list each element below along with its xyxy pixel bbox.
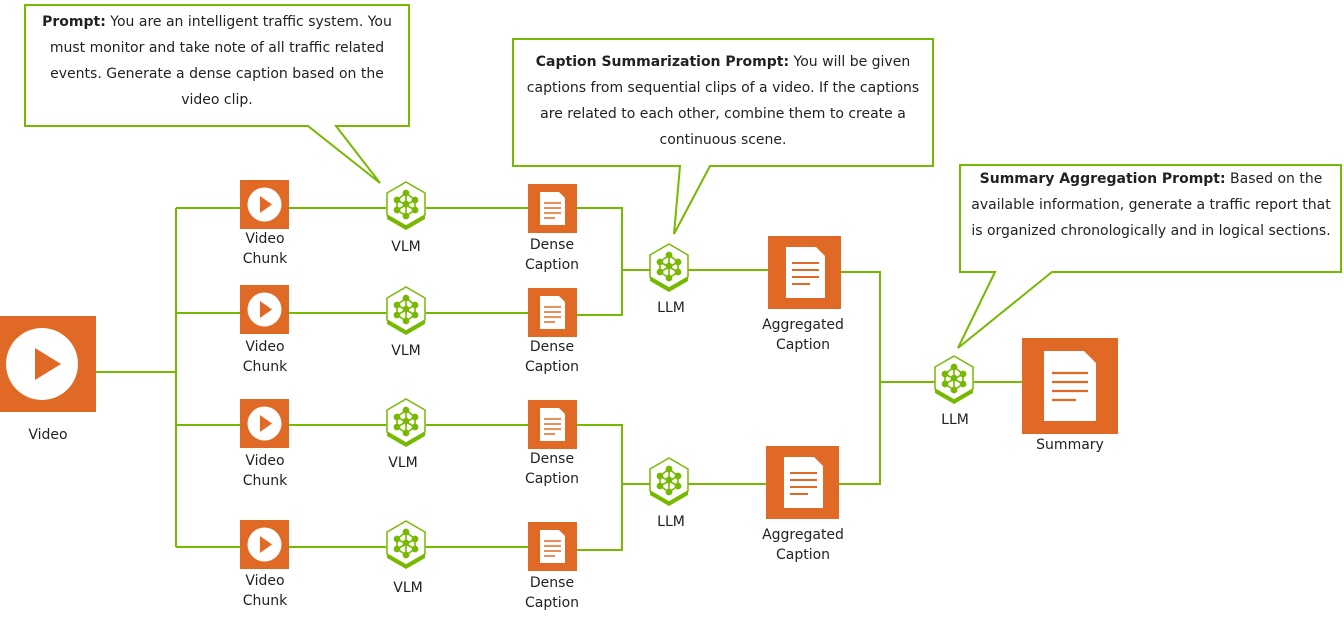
video-box bbox=[0, 316, 96, 412]
llm-node-icon-1 bbox=[649, 243, 689, 293]
vlm-node-icon-2 bbox=[386, 286, 426, 336]
dense-caption-label-2: Dense Caption bbox=[512, 337, 592, 377]
aggregated-caption-label-2-line1: Aggregated bbox=[762, 527, 844, 543]
video-chunk-box-1 bbox=[240, 180, 289, 229]
callout-prompt-title: Prompt: bbox=[42, 14, 106, 30]
vlm-label-2: VLM bbox=[391, 343, 421, 359]
callout-caption-summarization-body: You will be given captions from sequenti… bbox=[526, 54, 920, 148]
aggregated-caption-box-1 bbox=[768, 236, 841, 309]
video-chunk-label-2: Video Chunk bbox=[230, 337, 300, 377]
video-chunk-label-3: Video Chunk bbox=[230, 451, 300, 491]
video-chunk-label-4-line2: Chunk bbox=[242, 593, 288, 609]
dense-caption-label-4-line2: Caption bbox=[524, 595, 580, 611]
video-chunk-box-4 bbox=[240, 520, 289, 569]
llm-node-icon-2 bbox=[649, 457, 689, 507]
aggregated-caption-box-2 bbox=[766, 446, 839, 519]
dense-caption-box-1 bbox=[528, 184, 577, 233]
aggregated-caption-label-1: Aggregated Caption bbox=[748, 315, 858, 355]
dense-caption-box-3 bbox=[528, 400, 577, 449]
callout-caption-summarization-shape bbox=[512, 38, 934, 235]
aggregated-caption-label-2-line2: Caption bbox=[775, 547, 831, 563]
summary-label: Summary bbox=[1036, 437, 1104, 453]
video-chunk-label-1-line2: Chunk bbox=[242, 251, 288, 267]
dense-caption-label-4-line1: Dense bbox=[529, 575, 575, 591]
video-chunk-label-3-line1: Video bbox=[245, 453, 285, 469]
callout-summary-aggregation-title: Summary Aggregation Prompt: bbox=[979, 171, 1226, 187]
video-chunk-label-1: Video Chunk bbox=[230, 229, 300, 269]
callout-caption-summarization: Caption Summarization Prompt: You will b… bbox=[520, 49, 926, 153]
dense-caption-label-3-line1: Dense bbox=[529, 451, 575, 467]
video-chunk-label-4-line1: Video bbox=[245, 573, 285, 589]
video-chunk-label-3-line2: Chunk bbox=[242, 473, 288, 489]
video-label: Video bbox=[28, 427, 68, 443]
video-chunk-label-2-line2: Chunk bbox=[242, 359, 288, 375]
callout-prompt-shape bbox=[24, 4, 410, 184]
vlm-node-icon-3 bbox=[386, 398, 426, 448]
dense-caption-label-1-line1: Dense bbox=[529, 237, 575, 253]
vlm-node-icon-1 bbox=[386, 181, 426, 231]
vlm-node-icon-4 bbox=[386, 520, 426, 570]
callout-summary-aggregation-shape bbox=[957, 164, 1342, 349]
video-chunk-box-2 bbox=[240, 285, 289, 334]
dense-caption-box-2 bbox=[528, 288, 577, 337]
vlm-label-3: VLM bbox=[388, 455, 418, 471]
callout-caption-summarization-title: Caption Summarization Prompt: bbox=[535, 54, 790, 70]
callout-prompt-body: You are an intelligent traffic system. Y… bbox=[49, 14, 392, 108]
summary-box bbox=[1022, 338, 1118, 434]
aggregated-caption-label-2: Aggregated Caption bbox=[748, 525, 858, 565]
callout-prompt: Prompt: You are an intelligent traffic s… bbox=[30, 9, 404, 113]
connector-lines bbox=[96, 207, 1022, 551]
dense-caption-label-3: Dense Caption bbox=[512, 449, 592, 489]
video-chunk-box-3 bbox=[240, 399, 289, 448]
dense-caption-label-4: Dense Caption bbox=[512, 573, 592, 613]
dense-caption-label-1-line2: Caption bbox=[524, 257, 580, 273]
dense-caption-box-4 bbox=[528, 522, 577, 571]
vlm-label-1: VLM bbox=[391, 239, 421, 255]
dense-caption-label-2-line1: Dense bbox=[529, 339, 575, 355]
vlm-label-4: VLM bbox=[393, 580, 423, 596]
aggregated-caption-label-1-line1: Aggregated bbox=[762, 317, 844, 333]
llm-label-3: LLM bbox=[941, 412, 969, 428]
llm-label-1: LLM bbox=[657, 300, 685, 316]
callout-summary-aggregation-body: Based on the available information, gene… bbox=[971, 171, 1331, 239]
video-chunk-label-2-line1: Video bbox=[245, 339, 285, 355]
callout-summary-aggregation: Summary Aggregation Prompt: Based on the… bbox=[966, 166, 1336, 244]
video-chunk-label-4: Video Chunk bbox=[230, 571, 300, 611]
llm-label-2: LLM bbox=[657, 514, 685, 530]
dense-caption-label-2-line2: Caption bbox=[524, 359, 580, 375]
video-chunk-label-1-line1: Video bbox=[245, 231, 285, 247]
dense-caption-label-1: Dense Caption bbox=[512, 235, 592, 275]
aggregated-caption-label-1-line2: Caption bbox=[775, 337, 831, 353]
llm-node-icon-3 bbox=[934, 355, 974, 405]
dense-caption-label-3-line2: Caption bbox=[524, 471, 580, 487]
